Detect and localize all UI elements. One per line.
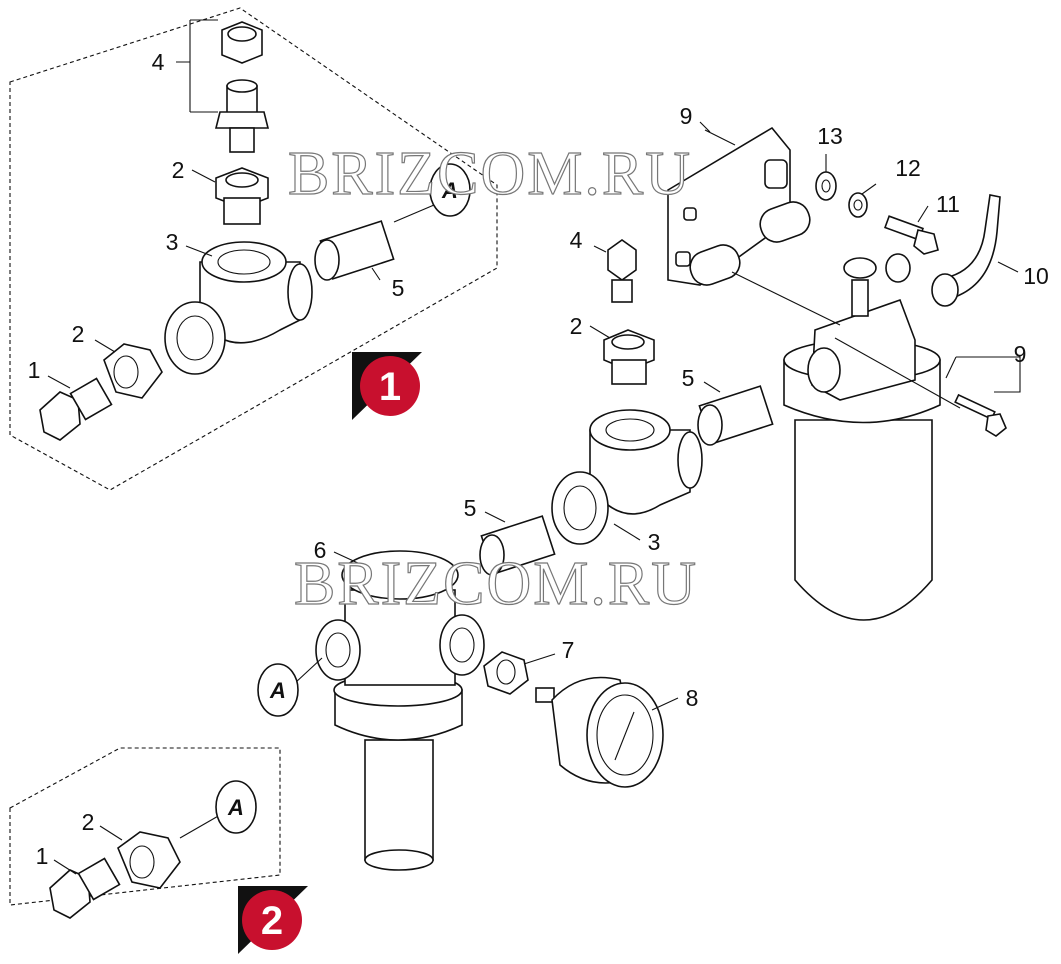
callout-v1-2: 2	[172, 157, 185, 183]
lock-washer	[815, 171, 837, 201]
mounting-bracket	[667, 126, 811, 286]
callout-12: 12	[895, 155, 921, 181]
lower-filter-housing	[315, 550, 485, 871]
callout-9-bolt: 9	[1014, 341, 1027, 367]
long-bolt	[954, 393, 1007, 437]
connection-ref-v1: A	[429, 163, 471, 217]
mid-tee-fitting	[551, 409, 703, 545]
callout-v2-2: 2	[82, 809, 95, 835]
v1-double-nipple	[314, 220, 395, 281]
callout-m-4: 4	[570, 227, 583, 253]
v1-bushing	[103, 343, 163, 399]
callout-m-8: 8	[686, 685, 699, 711]
mid-reducer	[603, 329, 655, 385]
callout-v1-3: 3	[166, 229, 179, 255]
svg-text:A: A	[227, 795, 244, 820]
hex-bolt	[884, 215, 939, 255]
callout-v1-4: 4	[152, 49, 165, 75]
hose-elbow	[931, 194, 1001, 307]
variant-badge-2: 2	[238, 886, 308, 954]
flat-washer	[848, 192, 868, 218]
svg-text:1: 1	[379, 365, 401, 409]
callout-v1-1: 1	[28, 357, 41, 383]
variant-2-region	[9, 747, 281, 906]
connection-ref-v2: A	[215, 780, 257, 834]
callout-m-5-upper: 5	[682, 365, 695, 391]
leader-lines	[47, 19, 1021, 875]
v1-tee-fitting	[164, 241, 313, 375]
v1-nipple	[214, 79, 270, 153]
v1-drain-valve	[39, 377, 113, 441]
variant-badge-1: 1	[352, 352, 422, 420]
mid-double-nipple-lower	[479, 515, 556, 576]
callout-m-3: 3	[648, 529, 661, 555]
watermark-top: BRIZCOM.RU	[288, 140, 692, 208]
callout-v1-5: 5	[392, 275, 405, 301]
callout-13: 13	[817, 123, 843, 149]
svg-text:2: 2	[261, 899, 283, 943]
callout-m-6: 6	[314, 537, 327, 563]
pressure-gauge	[535, 676, 664, 788]
callout-v1-2b: 2	[72, 321, 85, 347]
callout-labels: 4 2 3 5 2 1 9 13 12 11 10 9 4 2 5 5 3 6 …	[28, 49, 1049, 869]
v2-drain-valve	[49, 857, 121, 919]
v2-bushing	[117, 831, 181, 889]
mid-double-nipple-upper	[697, 385, 774, 446]
small-drain-valve	[607, 239, 637, 303]
watermark-middle: BRIZCOM.RU	[294, 550, 698, 618]
bolt-axis-upper	[731, 271, 841, 326]
callout-11: 11	[936, 191, 960, 217]
upper-filter-housing	[783, 253, 941, 621]
gauge-adapter	[483, 651, 529, 695]
callout-m-2: 2	[570, 313, 583, 339]
svg-text:A: A	[441, 178, 458, 203]
bolt-axis-lower	[834, 337, 961, 409]
variant-1-region	[9, 7, 498, 491]
callout-v2-1: 1	[36, 843, 49, 869]
callout-m-5-lower: 5	[464, 495, 477, 521]
svg-text:A: A	[269, 678, 286, 703]
v1-cap-nut	[221, 21, 263, 64]
callout-10: 10	[1023, 263, 1049, 289]
callout-m-7: 7	[562, 637, 575, 663]
connection-ref-main: A	[257, 663, 299, 717]
v1-reducer	[215, 167, 269, 225]
callout-9-bracket: 9	[680, 103, 693, 129]
